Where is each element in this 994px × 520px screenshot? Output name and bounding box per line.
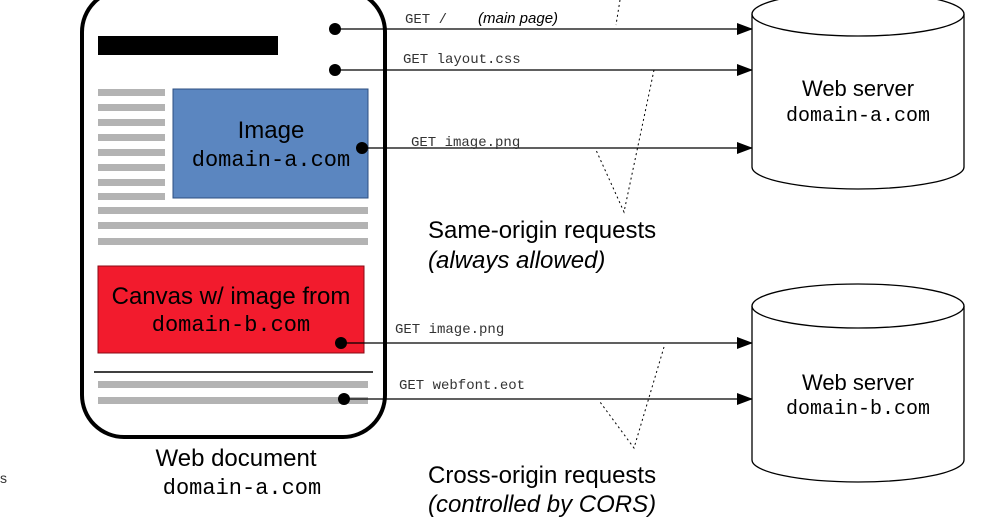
text-lines-left (98, 89, 165, 200)
cross-origin-title: Cross-origin requests (428, 462, 656, 489)
request-image-b-label: GET image.png (395, 322, 504, 338)
request-image-a-label: GET image.png (411, 135, 520, 151)
edge-mark: s (0, 470, 7, 486)
server-a-top (751, 0, 965, 37)
web-server-a: Web server domain-a.com (751, 0, 965, 190)
request-origin-dots (329, 23, 368, 405)
request-main-note: (main page) (478, 10, 558, 27)
server-a-body (751, 14, 965, 190)
same-origin-note: (always allowed) (428, 247, 605, 274)
bottom-text-line-2 (98, 397, 368, 404)
web-server-b: Web server domain-b.com (751, 283, 965, 483)
server-b-body (751, 306, 965, 483)
same-origin-title: Same-origin requests (428, 217, 656, 244)
request-main-label: GET / (405, 12, 447, 28)
server-b-domain: domain-b.com (786, 398, 930, 421)
document-header-bar (98, 36, 278, 55)
canvas-box (97, 265, 365, 354)
server-b-top (751, 283, 965, 329)
image-label: Image (238, 117, 305, 144)
same-origin-bracket (595, 0, 655, 214)
cross-origin-bracket (599, 346, 665, 450)
server-a-domain: domain-a.com (786, 105, 930, 128)
server-b-title: Web server (802, 370, 914, 395)
canvas-label: Canvas w/ image from (112, 283, 351, 310)
bottom-text-line-1 (98, 381, 368, 388)
text-lines-full (98, 207, 368, 245)
request-webfont-label: GET webfont.eot (399, 378, 525, 394)
web-document: Image domain-a.com Canvas w/ image from … (80, 0, 387, 439)
document-title: Web document (156, 445, 317, 472)
image-domain: domain-a.com (192, 148, 350, 173)
canvas-domain: domain-b.com (152, 313, 310, 338)
cross-origin-note: (controlled by CORS) (428, 491, 656, 518)
server-a-title: Web server (802, 76, 914, 101)
image-box (172, 88, 369, 199)
document-domain: domain-a.com (163, 476, 321, 501)
request-arrows (335, 23, 753, 405)
request-layout-label: GET layout.css (403, 52, 521, 68)
